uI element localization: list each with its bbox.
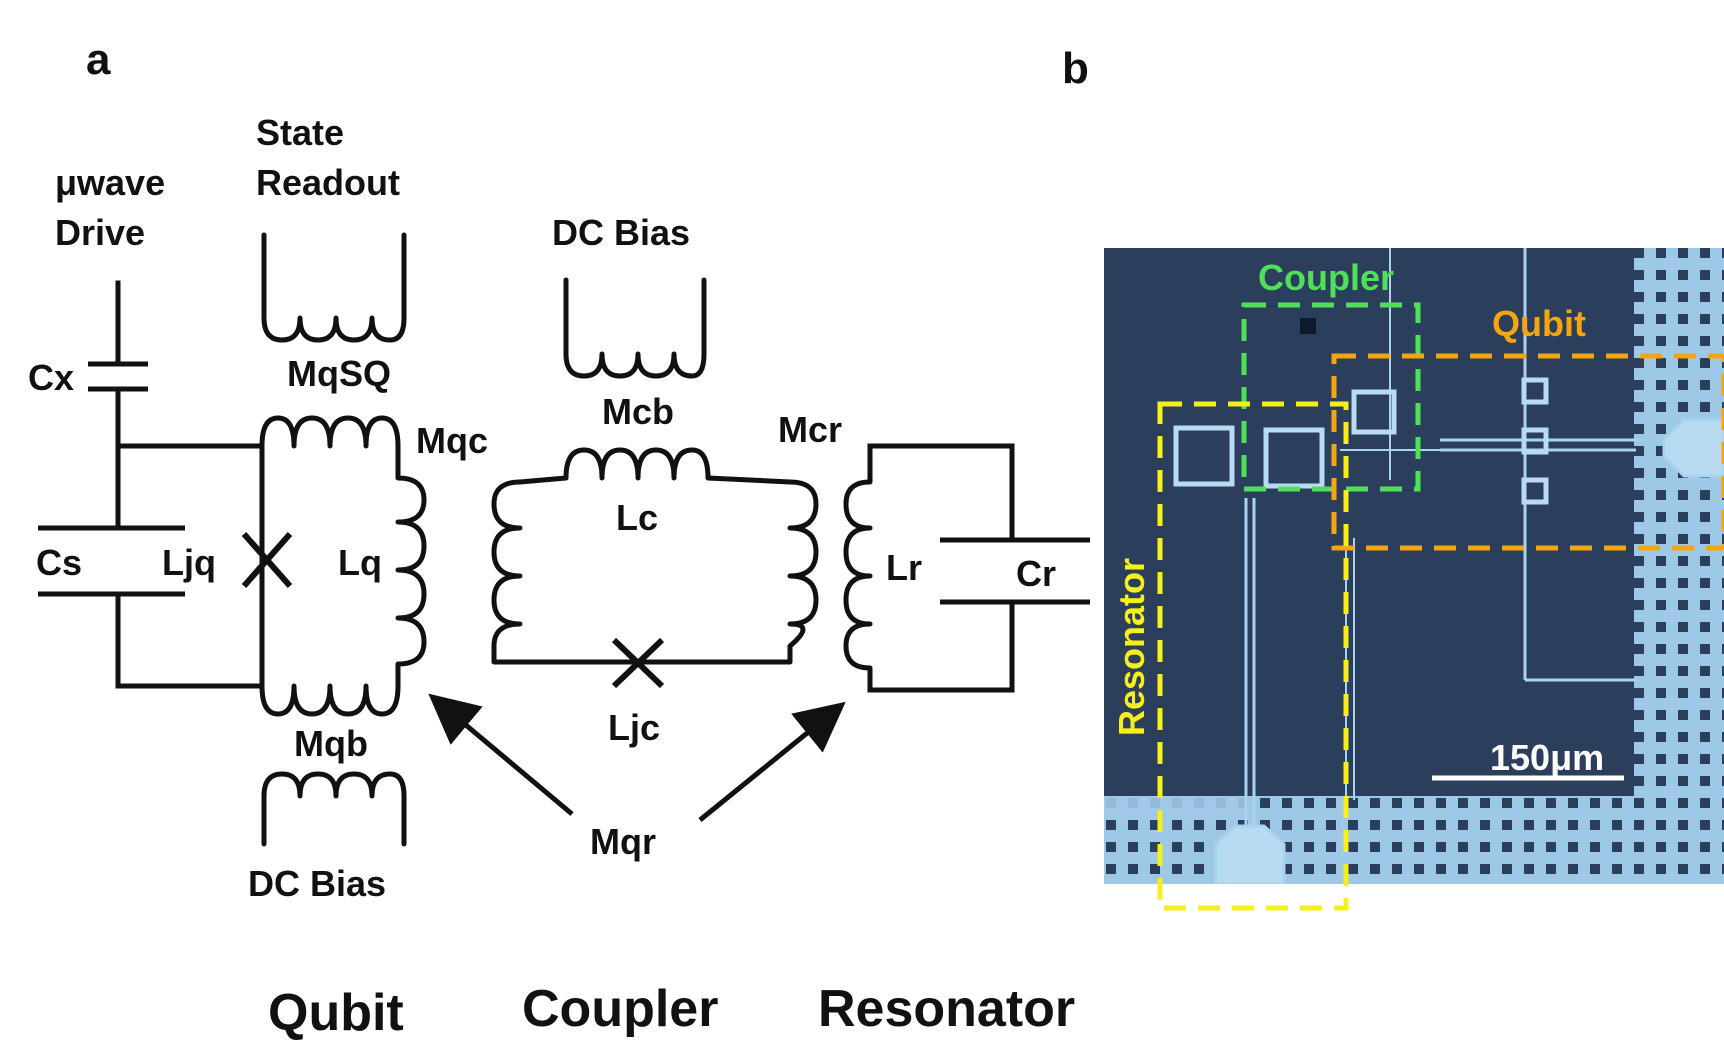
section-title-coupler: Coupler: [522, 980, 718, 1038]
scale-bar-label: 150μm: [1490, 737, 1604, 778]
qubit-region-outline: [1331, 353, 1724, 551]
mqsq-label: MqSQ: [287, 353, 391, 394]
mqr-arrows: [428, 693, 846, 822]
panel-label-a: a: [86, 35, 111, 84]
panel-label-b: b: [1062, 44, 1089, 93]
state-readout-label-2: Readout: [256, 162, 400, 203]
chip-image: [1104, 248, 1724, 884]
mqc-label: Mqc: [416, 420, 488, 461]
mcr-label: Mcr: [778, 409, 842, 450]
state-readout-label-1: State: [256, 112, 344, 153]
cr-label: Cr: [1016, 553, 1056, 594]
lr-label: Lr: [886, 547, 922, 588]
ljq-label: Ljq: [162, 542, 216, 583]
uwave-drive-label-1: μwave: [55, 162, 165, 203]
qubit-circuit: [38, 415, 427, 717]
coupler-region-outline: [1241, 302, 1421, 492]
coupler-dc-bias-coil: [563, 277, 707, 379]
mqr-label: Mqr: [590, 821, 656, 862]
resonator-circuit: [843, 443, 1090, 693]
section-title-resonator: Resonator: [818, 980, 1075, 1038]
dc-bias-bottom-label: DC Bias: [248, 863, 386, 904]
cx-label: Cx: [28, 357, 74, 398]
panel-a-schematic: a μwave Drive Cx: [28, 35, 1090, 1042]
dc-bias-top-label: DC Bias: [552, 212, 690, 253]
lq-label: Lq: [338, 542, 382, 583]
mqb-label: Mqb: [294, 723, 368, 764]
coupler-region-label: Coupler: [1258, 257, 1394, 298]
resonator-region-outline: [1157, 401, 1349, 911]
coupler-circuit: [491, 447, 819, 689]
panel-b-micrograph: b: [1062, 44, 1724, 911]
cs-label: Cs: [36, 542, 82, 583]
resonator-region-label: Resonator: [1111, 558, 1152, 736]
qubit-dc-bias-coil: [261, 771, 407, 847]
ljc-label: Ljc: [608, 707, 660, 748]
lc-label: Lc: [616, 497, 658, 538]
readout-coil: [261, 232, 407, 343]
drive-line: [88, 280, 148, 449]
uwave-drive-label-2: Drive: [55, 212, 145, 253]
section-title-qubit: Qubit: [268, 984, 404, 1042]
mcb-label: Mcb: [602, 391, 674, 432]
qubit-region-label: Qubit: [1492, 303, 1586, 344]
